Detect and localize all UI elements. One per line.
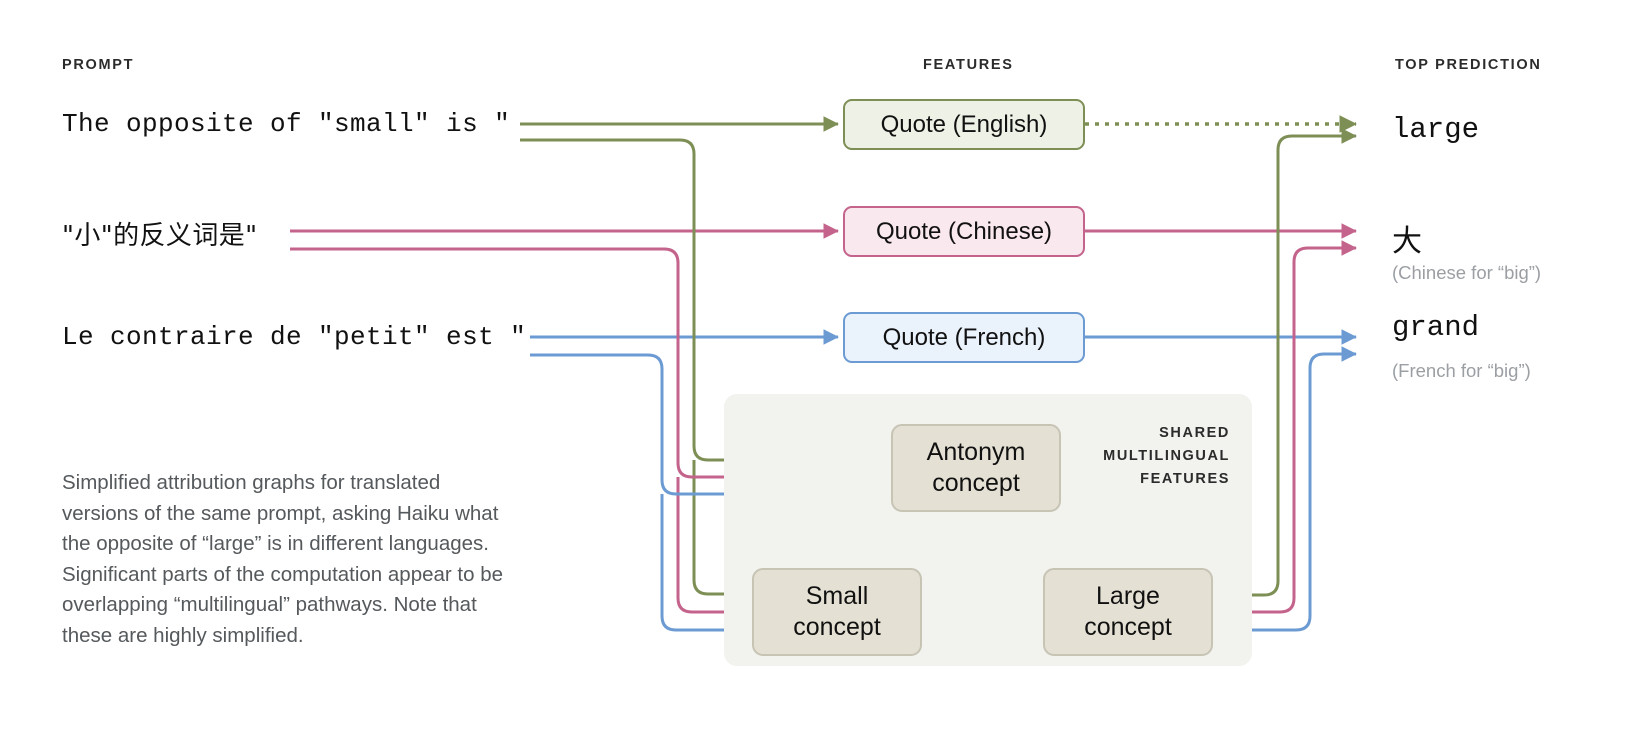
concept-large-line1: Large [1096,582,1160,610]
prediction-chinese: 大 [1392,224,1422,259]
shared-label-line-1: SHARED [1159,425,1230,441]
concept-small-line1: Small [805,582,869,610]
concept-antonym-text: Antonym concept [927,437,1026,499]
column-header-features: FEATURES [923,57,1014,73]
concept-antonym-line2: concept [932,469,1020,497]
prompt-english: The opposite of "small" is " [62,109,511,139]
shared-panel-label: SHARED MULTILINGUAL FEATURES [1090,422,1230,491]
feature-box-quote-french[interactable]: Quote (French) [843,312,1085,363]
concept-small-text: Small concept [793,581,881,643]
concept-large-line2: concept [1084,613,1172,641]
concept-large-text: Large concept [1084,581,1172,643]
shared-label-line-2: MULTILINGUAL [1103,448,1230,464]
prediction-english: large [1392,113,1480,146]
concept-box-antonym[interactable]: Antonym concept [891,424,1061,512]
prediction-french-gloss: (French for “big”) [1392,360,1531,381]
concept-box-small[interactable]: Small concept [752,568,922,656]
column-header-prompt: PROMPT [62,57,135,73]
concept-box-large[interactable]: Large concept [1043,568,1213,656]
prompt-chinese: "小"的反义词是" [62,221,258,251]
feature-box-quote-english[interactable]: Quote (English) [843,99,1085,150]
prediction-french: grand [1392,311,1480,344]
concept-small-line2: concept [793,613,881,641]
prediction-chinese-gloss: (Chinese for “big”) [1392,262,1542,283]
feature-box-quote-chinese[interactable]: Quote (Chinese) [843,206,1085,257]
prompt-french: Le contraire de "petit" est " [62,322,527,352]
column-header-top-prediction: TOP PREDICTION [1395,57,1542,73]
figure-caption: Simplified attribution graphs for transl… [62,471,504,647]
shared-label-line-3: FEATURES [1140,471,1230,487]
concept-antonym-line1: Antonym [926,438,1026,466]
